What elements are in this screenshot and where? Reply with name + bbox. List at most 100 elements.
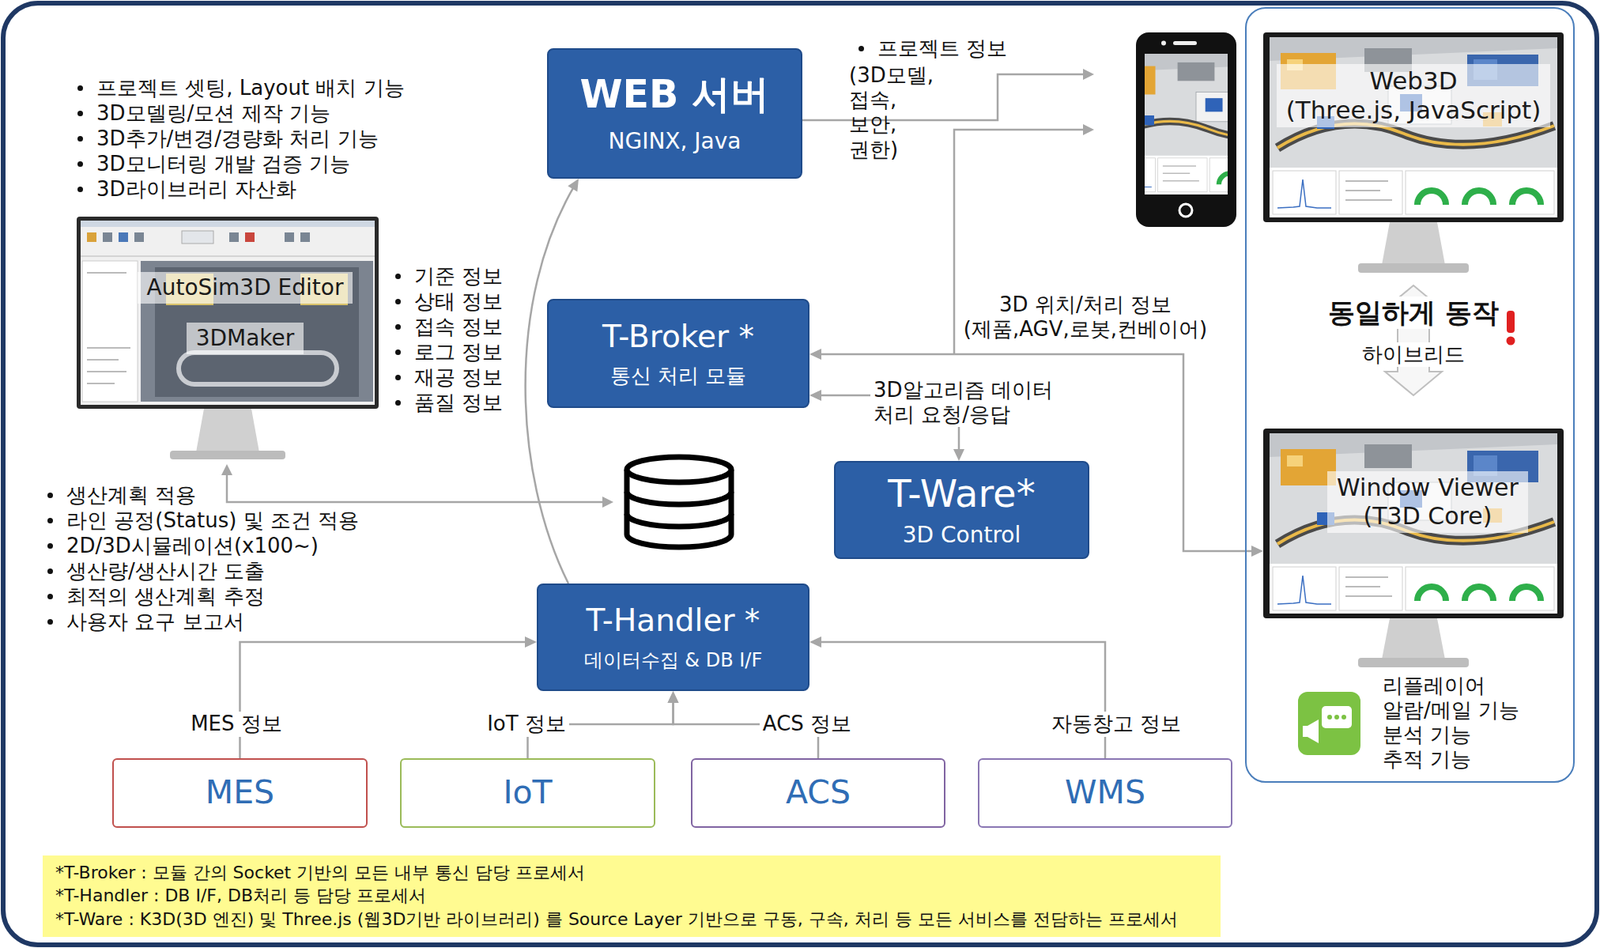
screen-text: (T3D Core) — [1336, 501, 1519, 531]
panel-text: 리플레이어 — [1382, 673, 1486, 699]
note-label: 3D모니터링 개발 검증 기능 — [96, 151, 351, 177]
static-arrows — [602, 496, 614, 508]
footnote-box: *T-Broker : 모듈 간의 Socket 기반의 모든 내부 통신 담당… — [42, 855, 1221, 937]
box-text: 3D Control — [887, 521, 1035, 549]
database-cylinder — [626, 456, 732, 483]
bullet-dot — [47, 492, 53, 499]
phone-screen — [1144, 53, 1228, 195]
connector-line — [240, 641, 532, 759]
bullet-dot — [395, 400, 401, 406]
editor-monitor-art — [178, 352, 337, 385]
box-text: T-Handler * — [584, 602, 763, 640]
arrow-head — [809, 348, 822, 360]
editor-monitor-art — [86, 347, 131, 349]
bullet-dot — [395, 324, 401, 330]
static-arrows — [226, 474, 603, 502]
screen-text: Web3D — [1286, 66, 1542, 96]
static-arrows — [1083, 68, 1095, 80]
server-box: WEB 서버 NGINX, Java — [547, 48, 803, 179]
screen-text: 3DMaker — [196, 324, 295, 352]
message-icon — [1302, 725, 1309, 737]
box-text: T-Broker * — [602, 318, 755, 356]
tware-box: T-Ware* 3D Control — [833, 460, 1090, 559]
edge-label: ACS 정보 — [759, 711, 855, 736]
web3d-monitor-art — [1358, 263, 1469, 273]
note-label: 기준 정보 — [414, 264, 503, 289]
note-label: 프로젝트 정보 — [877, 36, 1008, 61]
arrow-head — [809, 636, 822, 648]
screen-label: Window Viewer(T3D Core) — [1327, 471, 1529, 533]
bullet-dot — [77, 186, 84, 193]
bullet-dot — [47, 618, 53, 625]
bullet-dot — [47, 593, 53, 600]
arrow-head — [1251, 545, 1264, 557]
message-icon — [1298, 691, 1361, 755]
message-icon — [1321, 705, 1352, 729]
web3d-monitor-art — [1263, 32, 1564, 223]
box-text: 데이터수집 & DB I/F — [584, 649, 763, 672]
arrow-head — [567, 178, 579, 192]
bullet-dot — [77, 110, 84, 117]
editor-monitor-art — [86, 358, 119, 361]
message-icon — [1298, 691, 1361, 755]
message-icon — [1341, 714, 1347, 720]
note-label: 프로젝트 셋팅, Layout 배치 기능 — [96, 75, 405, 101]
exclamation-mark — [1506, 310, 1515, 333]
editor-monitor-art — [82, 260, 138, 402]
panel-text: 하이브리드 — [1362, 342, 1465, 367]
editor-monitor-art — [229, 232, 239, 242]
web3d-monitor-art — [1269, 37, 1558, 218]
web3d-monitor-art — [1381, 222, 1446, 265]
panel-text: 알람/메일 기능 — [1382, 698, 1520, 723]
message-icon — [1327, 714, 1333, 720]
phone-art — [1161, 41, 1167, 46]
exclamation-mark — [1506, 336, 1516, 346]
static-arrows — [802, 74, 1084, 121]
database-cylinder — [626, 491, 732, 505]
box-text: NGINX, Java — [580, 128, 770, 155]
editor-monitor-art — [140, 260, 374, 402]
arrow-head — [809, 389, 822, 401]
bullet-dot — [47, 568, 53, 574]
edge-label: 3D 위치/처리 정보 (제품,AGV,로봇,컨베이어) — [959, 292, 1212, 342]
box-content: WMS — [1064, 773, 1146, 812]
note-label: 상태 정보 — [414, 289, 503, 314]
bullet-dot — [858, 45, 865, 52]
handler-box: T-Handler * 데이터수집 & DB I/F — [536, 583, 810, 691]
edge-label: 자동창고 정보 — [1048, 711, 1185, 736]
box-text: *T-Ware : K3D(3D 엔진) 및 Three.js (웹3D기반 라… — [55, 909, 1178, 930]
note-label: 재공 정보 — [414, 365, 503, 390]
note-label: 품질 정보 — [414, 390, 503, 416]
viewer-monitor-art — [1358, 657, 1469, 668]
box-content: ACS — [785, 773, 851, 812]
box-content: *T-Broker : 모듈 간의 Socket 기반의 모든 내부 통신 담당… — [55, 862, 1178, 930]
box-text: ACS — [785, 773, 851, 812]
bullet-dot — [395, 273, 401, 280]
editor-monitor-art — [86, 232, 97, 242]
panel-text: 동일하게 동작 — [1328, 296, 1499, 329]
connector-line — [815, 641, 1106, 759]
note-label: 라인 공정(Status) 및 조건 적용 — [66, 508, 359, 533]
phone-screen — [1144, 53, 1228, 195]
panel-text: 분석 기능 — [1382, 722, 1472, 748]
viewer-monitor: Window Viewer(T3D Core) — [1263, 428, 1564, 668]
editor-monitor-art — [86, 271, 127, 274]
editor-monitor: AutoSim3D Editor 3DMaker — [76, 216, 379, 460]
box-content: T-Handler * 데이터수집 & DB I/F — [584, 602, 763, 672]
note-label: 생산계획 적용 — [66, 483, 197, 508]
broker-box: T-Broker *통신 처리 모듈 — [547, 298, 810, 408]
box-text: WEB 서버 — [580, 71, 770, 119]
box-text: T-Ware* — [887, 471, 1035, 517]
bullet-dot — [47, 543, 53, 549]
exclamation-mark — [1506, 310, 1516, 346]
note-label: 2D/3D시뮬레이션(x100~) — [66, 533, 319, 559]
editor-monitor-art — [80, 220, 375, 405]
editor-monitor-art — [284, 232, 295, 242]
editor-monitor-art — [86, 382, 115, 385]
panel-text: 추적 기능 — [1382, 747, 1472, 772]
screen-text: AutoSim3D Editor — [147, 274, 344, 302]
box-text: WMS — [1064, 773, 1146, 812]
screen-label: AutoSim3D Editor — [137, 271, 354, 304]
